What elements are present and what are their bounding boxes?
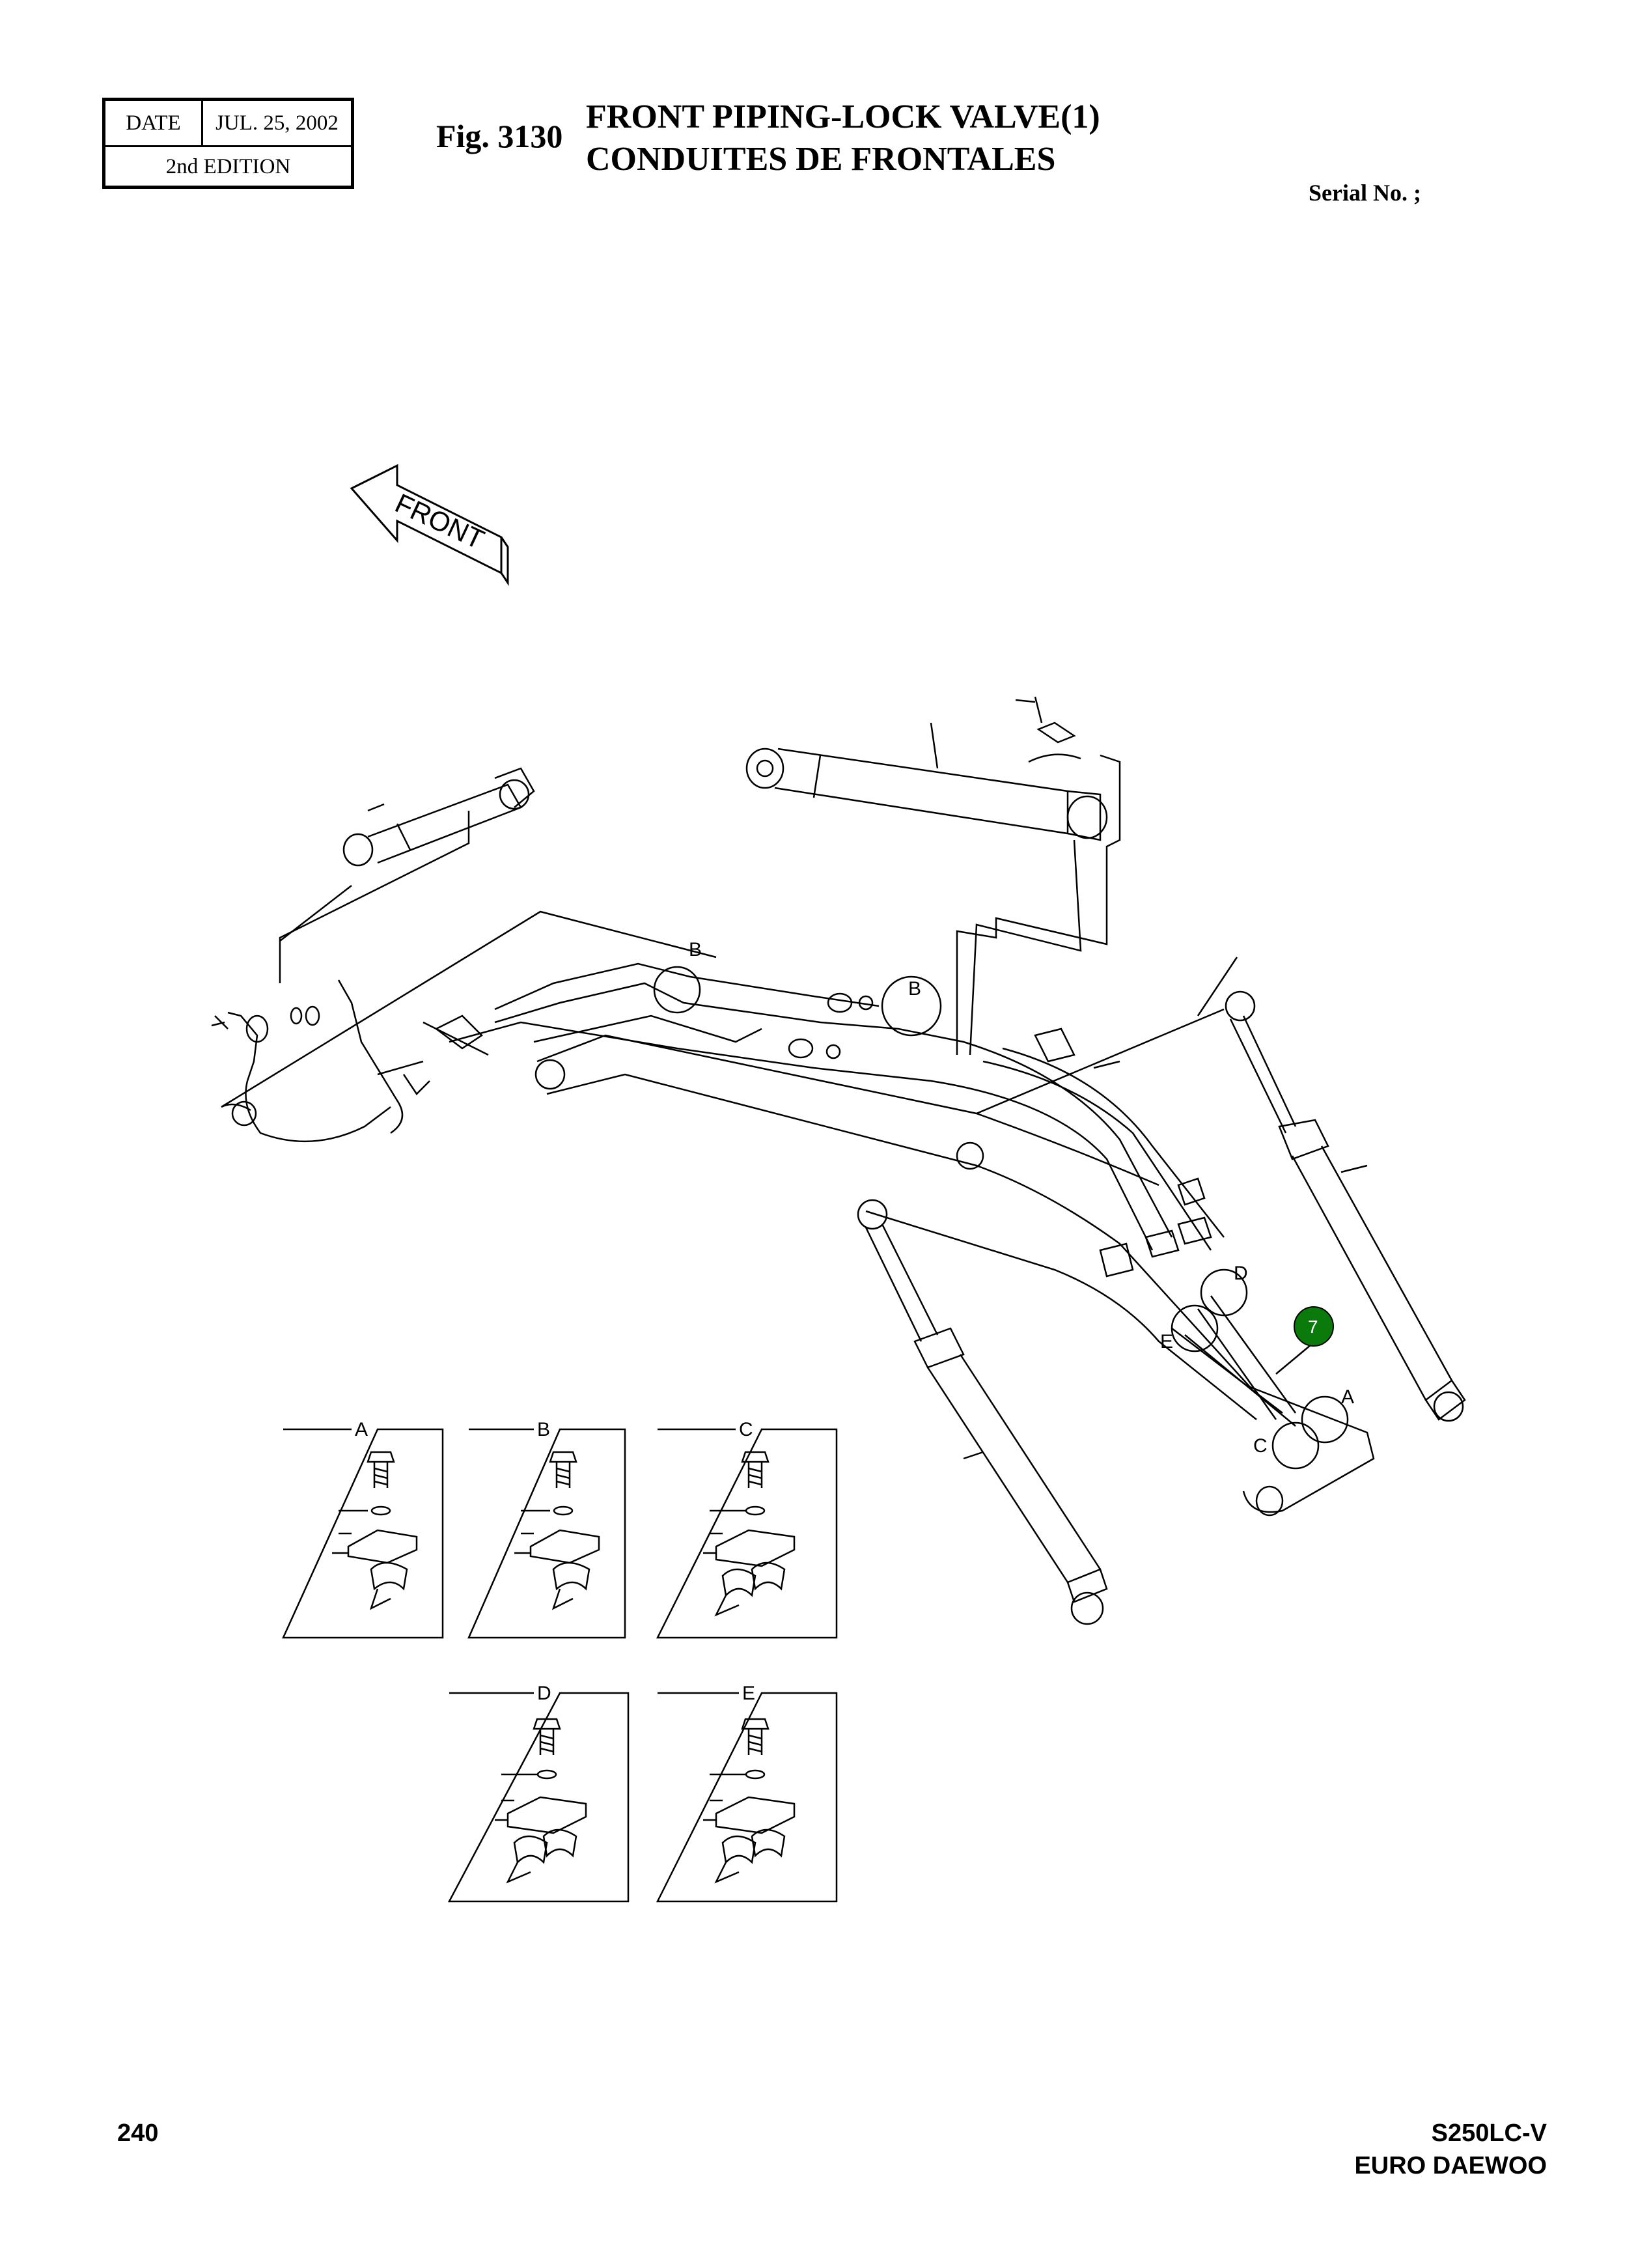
- detail-markers: [653, 966, 1349, 1470]
- date-row: DATE JUL. 25, 2002: [105, 101, 351, 147]
- hose-assembly-left: [211, 979, 489, 1143]
- callout-number: 7: [1308, 1317, 1318, 1337]
- detail-tag-e: E: [1160, 1331, 1173, 1352]
- date-edition-box: DATE JUL. 25, 2002 2nd EDITION: [102, 98, 354, 189]
- arm-cylinder: [279, 767, 535, 983]
- date-label: DATE: [105, 101, 203, 145]
- date-value: JUL. 25, 2002: [215, 111, 339, 135]
- edition-label: 2nd EDITION: [165, 155, 291, 178]
- detail-a-label: A: [355, 1419, 368, 1440]
- detail-tag-b1: B: [689, 939, 702, 960]
- model-name: S250LC-V: [1431, 2120, 1547, 2147]
- front-arrow-icon: FRONT: [350, 464, 509, 586]
- title-english: FRONT PIPING-LOCK VALVE(1): [586, 98, 1100, 135]
- part-callout-7[interactable]: 7: [1275, 1306, 1334, 1375]
- detail-tag-a: A: [1341, 1386, 1354, 1408]
- title-french: CONDUITES DE FRONTALES: [586, 141, 1056, 178]
- detail-tag-c: C: [1253, 1435, 1268, 1457]
- detail-d-label: D: [537, 1683, 551, 1704]
- detail-c-label: C: [739, 1419, 753, 1440]
- detail-tag-b2: B: [908, 978, 921, 1000]
- bucket-cylinder-right: [1225, 990, 1466, 1422]
- bucket-cylinder-center: [857, 1141, 1108, 1625]
- pipe-frame-lines: [279, 754, 1121, 1056]
- detail-box-c: C: [656, 1419, 838, 1639]
- boom-structure: [221, 910, 1375, 1517]
- detail-box-b: B: [467, 1419, 626, 1639]
- page-number: 240: [117, 2120, 159, 2147]
- serial-number: Serial No. ;: [1309, 180, 1421, 206]
- detail-box-d: D: [447, 1683, 630, 1903]
- detail-b-label: B: [537, 1419, 550, 1440]
- detail-box-e: E: [656, 1683, 838, 1903]
- front-arrow-label: FRONT: [391, 488, 489, 555]
- detail-e-label: E: [742, 1683, 755, 1704]
- brand-name: EURO DAEWOO: [1354, 2152, 1547, 2179]
- detail-box-a: A: [282, 1419, 444, 1639]
- figure-number: Fig. 3130: [436, 118, 563, 154]
- detail-tag-d: D: [1234, 1263, 1248, 1284]
- boom-cylinder: [745, 696, 1108, 841]
